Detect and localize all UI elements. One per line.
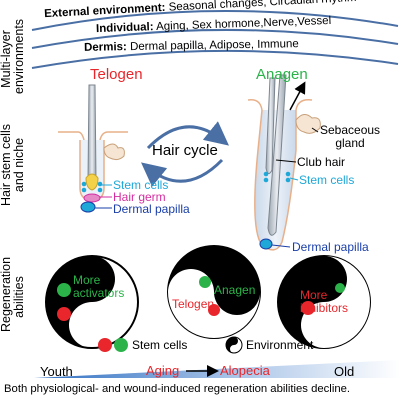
legend-env-icon bbox=[225, 336, 243, 354]
circle-1 bbox=[45, 255, 139, 349]
alopecia-label: Alopecia bbox=[220, 363, 270, 378]
old-label: Old bbox=[334, 364, 355, 379]
dermal-papilla-left-label: Dermal papilla bbox=[113, 202, 190, 216]
stem-cells-right-label: Stem cells bbox=[299, 173, 355, 187]
circle-telogen-label: Telogen bbox=[172, 297, 215, 311]
sebaceous-gland-label: Sebaceous gland bbox=[320, 123, 381, 150]
external-arc bbox=[31, 9, 399, 31]
hair-cycle-label: Hair cycle bbox=[152, 142, 218, 159]
dermis-arc bbox=[31, 49, 399, 69]
legend-red-dot bbox=[98, 338, 112, 352]
more-inhibitors-label: More inhibitors bbox=[300, 288, 349, 315]
anagen-title: Anagen bbox=[256, 66, 308, 83]
dermis-title: Dermis: bbox=[83, 41, 127, 54]
legend-environment-label: Environment bbox=[246, 338, 314, 352]
legend-stem-cells-label: Stem cells bbox=[132, 338, 188, 352]
circle-2 bbox=[167, 245, 261, 339]
telogen-follicle bbox=[79, 84, 125, 213]
individual-title: Individual: bbox=[95, 21, 154, 36]
individual-arc bbox=[31, 28, 399, 49]
caption: Both physiological- and wound-induced re… bbox=[4, 383, 351, 395]
side-label-multilayer: Multi-layer environments bbox=[0, 18, 26, 94]
anagen-follicle bbox=[254, 74, 321, 251]
telogen-title: Telogen bbox=[90, 66, 143, 83]
cycle-arrow-bottom bbox=[141, 158, 224, 187]
side-label-regeneration: Regeneration abilities bbox=[0, 256, 26, 332]
side-label-stem-cells: Hair stem cells and niche bbox=[0, 124, 26, 206]
skin-right bbox=[247, 98, 263, 111]
circle-anagen-label: Anagen bbox=[214, 283, 256, 297]
club-hair-label: Club hair bbox=[297, 155, 346, 169]
dermal-papilla-right-label: Dermal papilla bbox=[292, 240, 369, 254]
more-activators-label: More activators bbox=[73, 273, 125, 300]
skin-right-2 bbox=[295, 98, 313, 111]
skin-left-2 bbox=[99, 131, 128, 141]
stem-cells-left-label: Stem cells bbox=[113, 178, 169, 192]
skin-left bbox=[58, 131, 85, 141]
cycle-arrow-top bbox=[146, 121, 229, 150]
hair-germ-label: Hair germ bbox=[113, 190, 166, 204]
circle-3 bbox=[277, 255, 371, 349]
legend-green-dot bbox=[114, 338, 128, 352]
aging-label: Aging bbox=[146, 363, 180, 378]
youth-label: Youth bbox=[40, 364, 73, 379]
